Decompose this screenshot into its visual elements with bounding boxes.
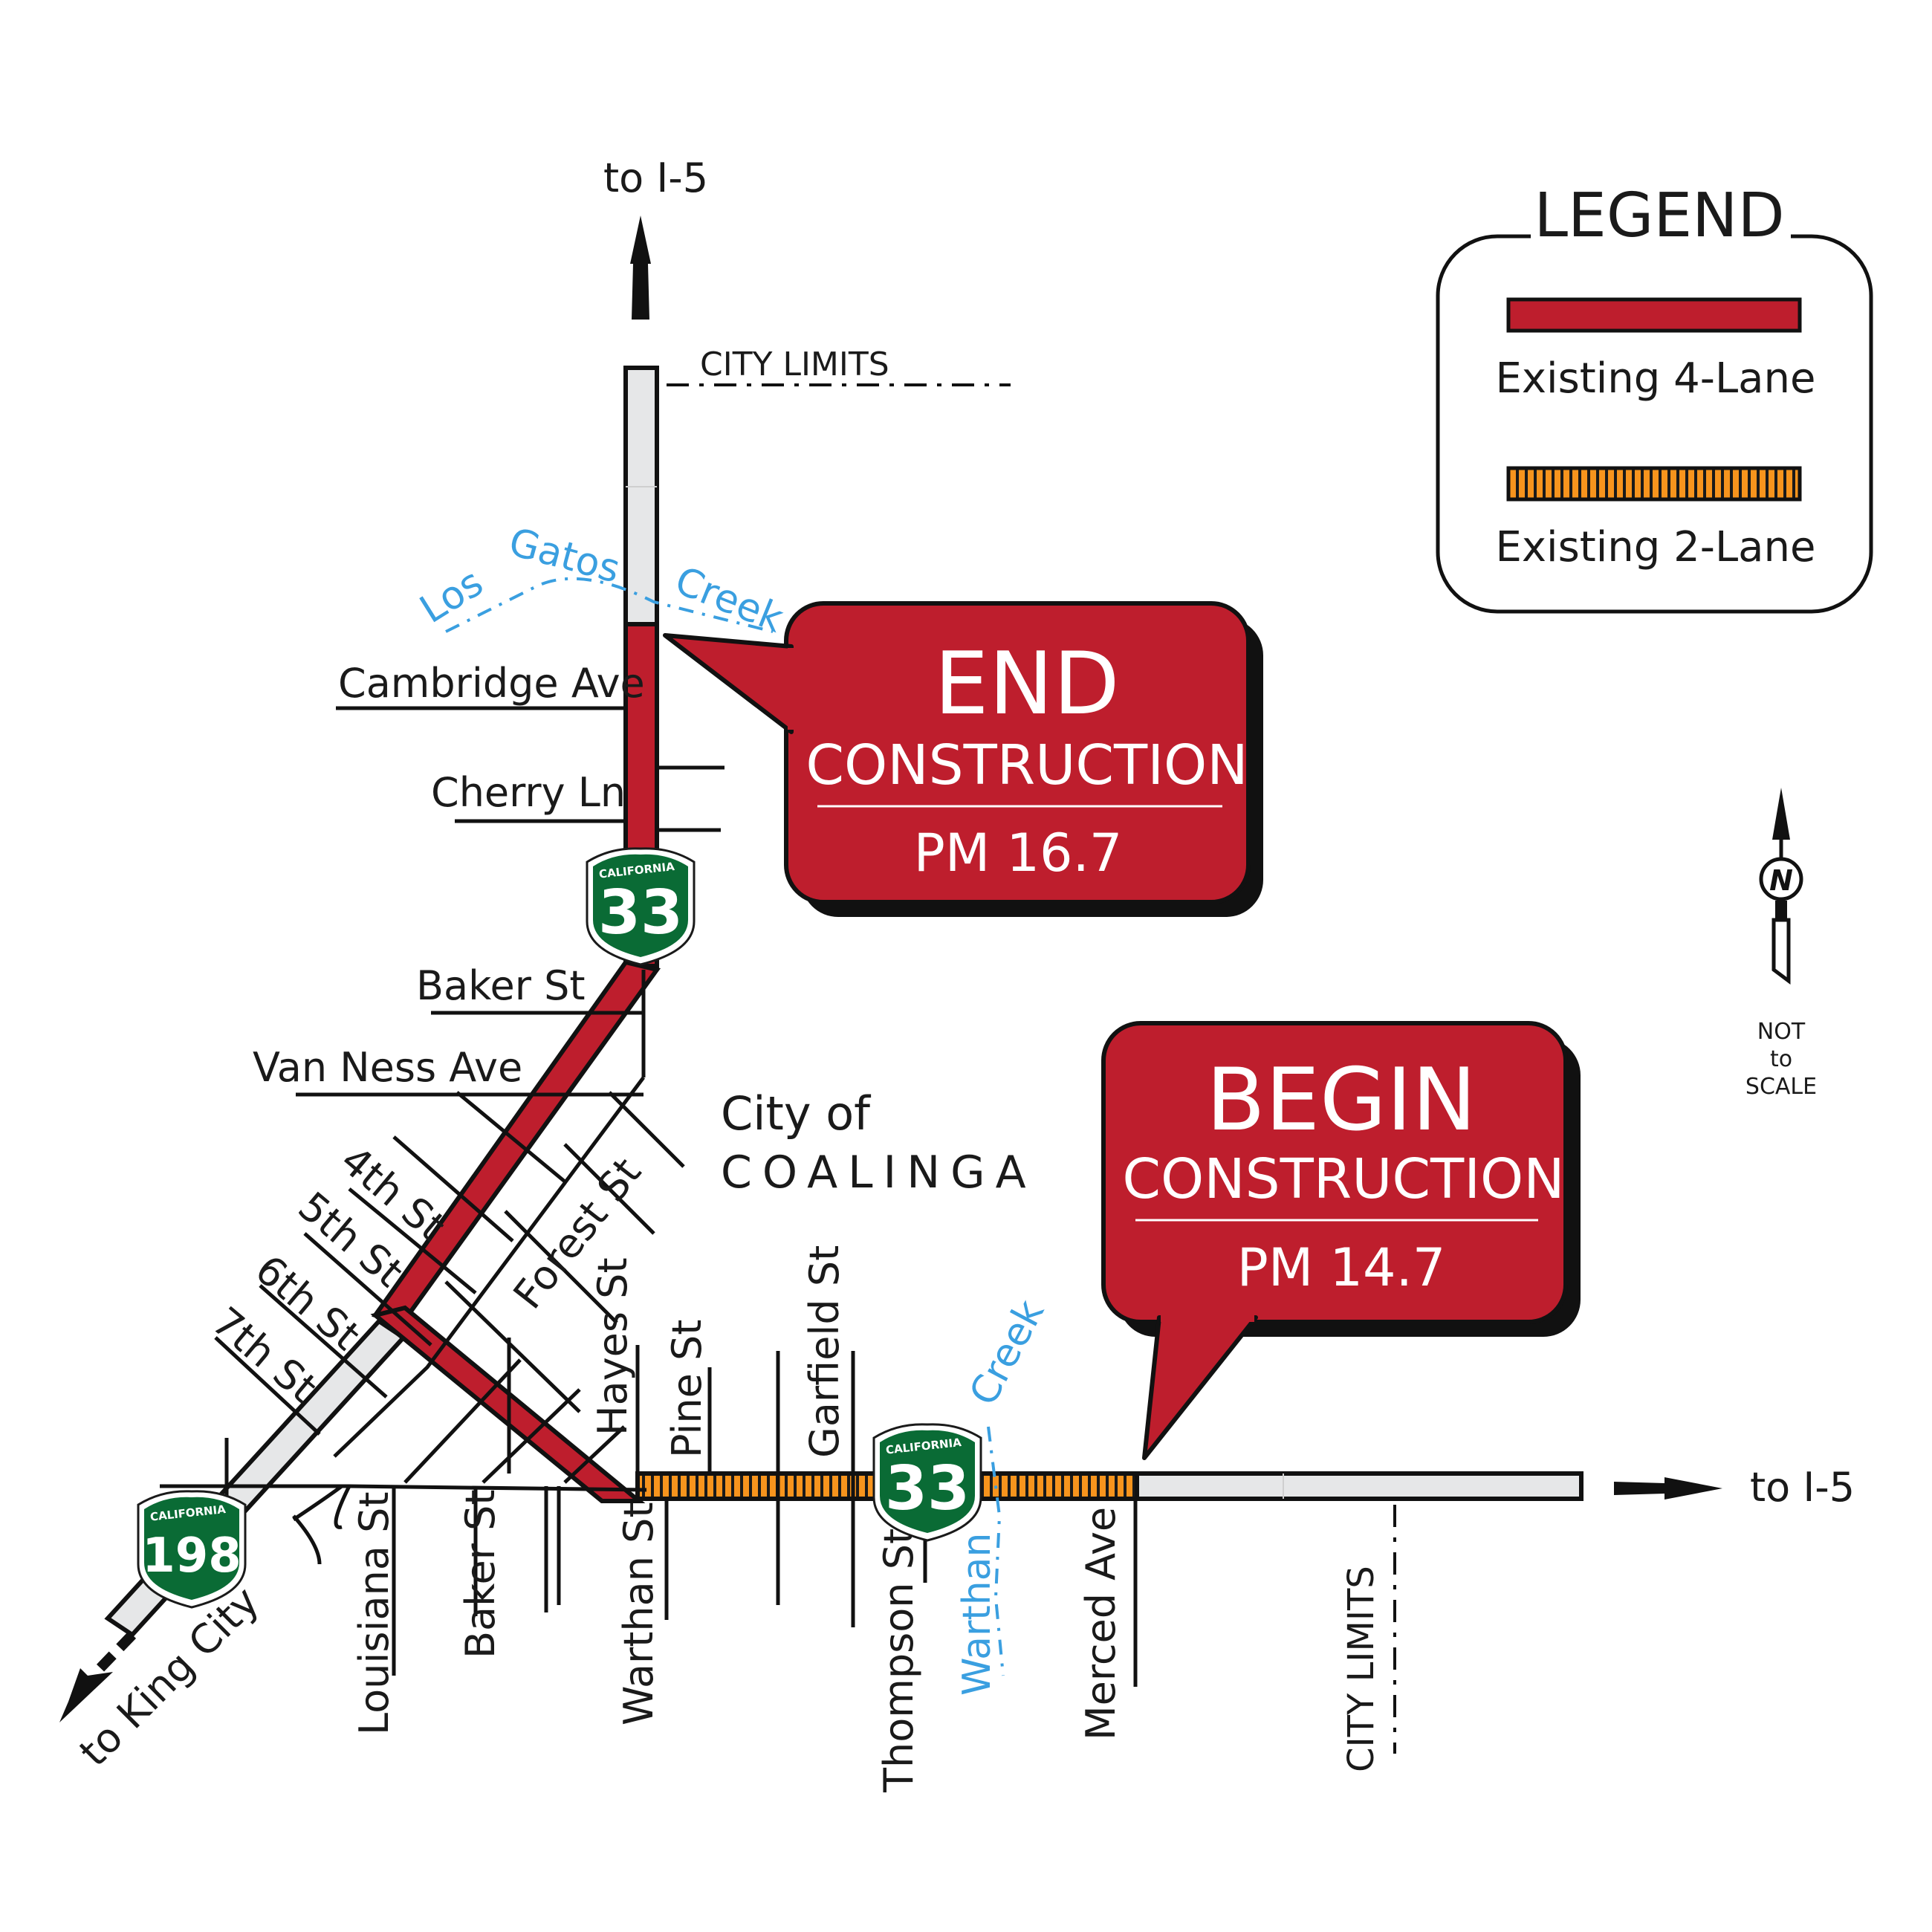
local-streets [160,706,1138,1687]
street-label-garfield: Garfield St [801,1245,848,1458]
street-label-hayes: Hayes St [589,1257,636,1436]
creek-label-creek-south: Creek [962,1293,1054,1413]
east-destination-label: to I-5 [1750,1464,1855,1511]
legend-swatch-two-lane [1506,466,1802,502]
highway-33-north-segment [623,366,659,630]
begin-subtitle: CONSTRUCTION [1122,1147,1564,1211]
city-limits-east-label: CITY LIMITS [1341,1566,1382,1772]
begin-title: BEGIN [1206,1050,1476,1150]
shield-number: 33 [885,1453,970,1524]
legend-swatch-four-lane [1506,297,1802,333]
street-label-cambridge: Cambridge Ave [338,660,645,707]
north-destination-label: to I-5 [603,155,708,201]
street-label-thompson: Thompson St [875,1529,922,1793]
north-arrow: N [1759,788,1803,985]
begin-construction-callout: BEGIN CONSTRUCTION PM 14.7 [1101,1021,1581,1460]
legend: LEGEND Existing 4-Lane Existing 2-Lane [1436,181,1873,614]
creek-label-los: Los [412,560,491,632]
creek-label-gatos: Gatos [505,520,625,592]
city-name-line1: City of [721,1086,872,1141]
scale-note: NOT to SCALE [1745,1019,1817,1100]
street-label-louisiana: Louisiana St [351,1491,398,1735]
legend-title: LEGEND [1534,181,1784,251]
end-postmile: PM 16.7 [914,823,1123,884]
creek-lines [445,577,1005,1676]
street-label-cherry: Cherry Ln [431,769,626,816]
city-limit-lines [667,383,1396,1754]
creek-label-creek-north: Creek [669,558,789,641]
street-label-baker-north: Baker St [416,962,586,1009]
city-limits-north-label: CITY LIMITS [700,346,889,383]
legend-label-four-lane: Existing 4-Lane [1496,354,1816,403]
end-subtitle: CONSTRUCTION [805,733,1248,797]
end-construction-callout: END CONSTRUCTION PM 16.7 [663,601,1263,917]
north-arrow-letter: N [1769,864,1793,897]
southwest-destination-arrow [59,1668,113,1722]
shield-number: 198 [142,1529,242,1583]
city-name-line2: COALINGA [721,1147,1037,1199]
route-33-shield-east: CALIFORNIA 33 [872,1423,982,1542]
street-label-van-ness: Van Ness Ave [253,1044,522,1091]
scale-note-line2: to [1770,1046,1792,1072]
shield-number: 33 [598,878,683,948]
street-label-warthan: Warthan St [615,1502,662,1725]
route-198-shield: CALIFORNIA 198 [137,1490,247,1609]
east-destination-arrow [1614,1477,1722,1500]
begin-postmile: PM 14.7 [1237,1237,1446,1298]
north-destination-arrow [630,215,651,320]
legend-label-two-lane: Existing 2-Lane [1496,523,1816,571]
street-label-pine: Pine St [664,1320,710,1458]
creek-label-warthan: Warthan [955,1532,999,1696]
street-label-baker-south: Baker St [457,1489,504,1659]
scale-note-line1: NOT [1757,1019,1806,1045]
scale-note-line3: SCALE [1745,1074,1817,1100]
street-label-merced: Merced Ave [1077,1507,1124,1740]
highway-33-east-segment [1135,1471,1583,1501]
route-33-shield-north: CALIFORNIA 33 [586,847,696,966]
end-title: END [934,634,1119,734]
